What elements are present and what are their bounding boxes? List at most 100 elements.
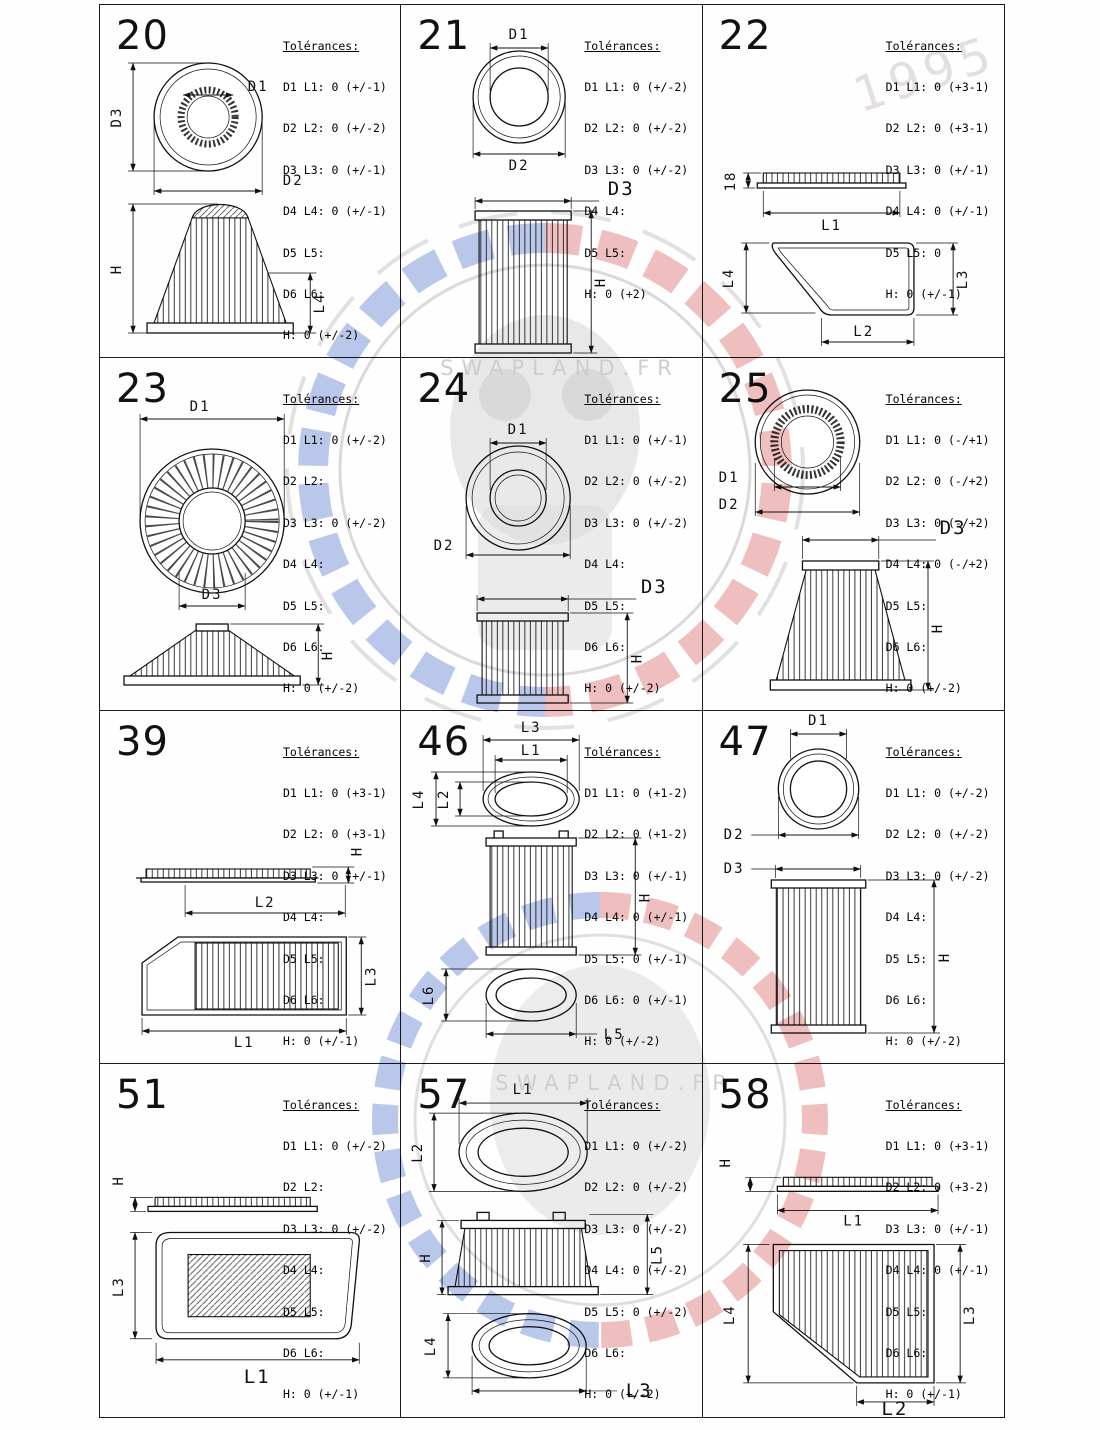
top-view bbox=[153, 62, 263, 172]
dim-label-l3: L3 bbox=[962, 1304, 978, 1325]
tolerance-line: D3 L3: 0 (+/-1) bbox=[584, 868, 689, 883]
dim-label-d1: D1 bbox=[509, 27, 530, 43]
dim-label-l3: L3 bbox=[111, 1276, 127, 1297]
tolerance-block: Tolérances: D1 L1: 0 (+/-2) D2 L2: 0 (+/… bbox=[584, 12, 688, 329]
tolerance-line: D4 L4: 0 (+/-1) bbox=[885, 1263, 990, 1278]
tolerance-line: D5 L5: bbox=[885, 951, 928, 966]
dim-label-d2: D2 bbox=[283, 173, 304, 189]
dim-label-d1: D1 bbox=[248, 79, 269, 95]
tolerance-line: D6 L6: 0 (+/-1) bbox=[584, 992, 689, 1007]
tolerance-title: Tolérances: bbox=[283, 38, 360, 53]
tolerance-line: D3 L3: 0 (+/-1) bbox=[283, 868, 387, 883]
tolerance-line: D3 L3: 0 (+/-2) bbox=[584, 515, 689, 530]
shape-number: 25 bbox=[718, 366, 772, 412]
shape-number: 20 bbox=[116, 13, 169, 59]
side-view bbox=[123, 623, 301, 686]
tolerance-line: D3 L3: 0 (+/-2) bbox=[283, 515, 387, 530]
top-view bbox=[777, 748, 860, 830]
top-oval bbox=[458, 1112, 589, 1193]
tolerance-title: Tolérances: bbox=[283, 744, 360, 759]
body bbox=[485, 830, 578, 956]
dim-label-h: H bbox=[109, 264, 125, 274]
filter-cell-23: 23 Tolérances: D1 L1: 0 (+/-2) D2 L2: D3… bbox=[100, 358, 402, 711]
tolerance-line: D4 L4: 0 (+/-1) bbox=[283, 204, 387, 219]
tolerance-line: D4 L4: 0 (-/+2) bbox=[885, 557, 990, 572]
tolerance-line: D1 L1: 0 (+3-1) bbox=[283, 785, 387, 800]
shape-number: 51 bbox=[116, 1072, 169, 1118]
tolerance-line: H: 0 (+/-1) bbox=[885, 1387, 962, 1402]
filter-cell-24: 24 Tolérances: D1 L1: 0 (+/-1) D2 L2: 0 … bbox=[401, 358, 703, 711]
shape-number: 22 bbox=[718, 13, 772, 59]
tolerance-line: H: 0 (+2) bbox=[584, 286, 647, 301]
panel-side-view bbox=[756, 172, 907, 189]
dim-label-l2: L2 bbox=[255, 895, 276, 911]
tolerance-line: D4 L4: bbox=[885, 910, 928, 925]
shape-number: 58 bbox=[718, 1072, 772, 1118]
tolerance-block: Tolérances: D1 L1: 0 (+3-1) D2 L2: 0 (+3… bbox=[283, 718, 387, 1077]
tolerance-line: D6 L6: bbox=[885, 1345, 928, 1360]
dim-label-d1: D1 bbox=[190, 399, 211, 415]
top-oval bbox=[482, 771, 581, 827]
dim-label-18: 18 bbox=[723, 171, 739, 192]
tolerance-title: Tolérances: bbox=[885, 391, 962, 406]
tolerance-line: H: 0 (+/-2) bbox=[584, 681, 661, 696]
filter-cell-58: 58 Tolérances: D1 L1: 0 (+3-1) D2 L2: 0 … bbox=[703, 1064, 1004, 1417]
shape-number: 23 bbox=[116, 366, 169, 412]
tolerance-line: D1 L1: 0 (+1-2) bbox=[584, 785, 689, 800]
dim-label-l4: L4 bbox=[722, 1304, 738, 1325]
tolerance-line: D3 L3: 0 (-/+2) bbox=[885, 515, 990, 530]
dim-label-d2: D2 bbox=[723, 827, 744, 843]
tolerance-line: D6 L6: bbox=[283, 286, 325, 301]
filter-grid: 20 Tolérances: D1 L1: 0 (+/-1) D2 L2: 0 … bbox=[99, 4, 1005, 1418]
tolerance-line: D4 L4: 0 (+/-1) bbox=[885, 204, 990, 219]
top-view bbox=[139, 448, 285, 594]
tolerance-line: D4 L4: 0 (+/-2) bbox=[584, 1263, 689, 1278]
tolerance-line: H: 0 (+/-2) bbox=[885, 1034, 962, 1049]
dim-label-l4: L4 bbox=[721, 268, 737, 289]
tolerance-line: D3 L3: 0 (+/-1) bbox=[283, 162, 387, 177]
tolerance-title: Tolérances: bbox=[283, 1097, 360, 1112]
dim-label-l3: L3 bbox=[955, 269, 971, 290]
tolerance-line: D2 L2: 0 (+3-2) bbox=[885, 1180, 990, 1195]
tolerance-line: D4 L4: bbox=[283, 557, 325, 572]
dim-label-l2: L2 bbox=[853, 324, 874, 340]
shape-number: 46 bbox=[417, 719, 471, 765]
dim-label-l3: L3 bbox=[521, 720, 542, 736]
panel-top-view bbox=[155, 1231, 361, 1340]
tolerance-line: H: 0 (+/-2) bbox=[283, 681, 360, 696]
side-view bbox=[476, 612, 570, 704]
tolerance-title: Tolérances: bbox=[283, 391, 360, 406]
tolerance-line: D2 L2: 0 (-/+2) bbox=[885, 474, 990, 489]
tolerance-line: D2 L2: 0 (+3-1) bbox=[283, 827, 387, 842]
tolerance-line: H: 0 (+/-2) bbox=[584, 1387, 661, 1402]
filter-cell-39: 39 Tolérances: D1 L1: 0 (+3-1) D2 L2: 0 … bbox=[100, 711, 402, 1064]
tolerance-line: D1 L1: 0 (+/-2) bbox=[885, 785, 990, 800]
side-view bbox=[770, 879, 867, 1034]
filter-cell-51: 51 Tolérances: D1 L1: 0 (+/-2) D2 L2: D3… bbox=[100, 1064, 402, 1417]
dim-label-h: H bbox=[930, 623, 946, 633]
tolerance-line: D2 L2: 0 (+/-2) bbox=[885, 827, 990, 842]
tolerance-line: D3 L3: 0 (+/-2) bbox=[283, 1221, 387, 1236]
technical-drawing: D1 D3 D2 H L4 bbox=[109, 62, 328, 334]
tolerance-line: D3 L3: 0 (+/-1) bbox=[885, 1221, 990, 1236]
panel-side-view bbox=[147, 1196, 318, 1213]
tolerance-block: Tolérances: D1 L1: 0 (+/-2) D2 L2: D3 L3… bbox=[283, 1071, 387, 1430]
tolerance-line: D5 L5: 0 (+/-2) bbox=[584, 1304, 689, 1319]
filter-cell-57: 57 Tolérances: D1 L1: 0 (+/-2) D2 L2: 0 … bbox=[401, 1064, 703, 1417]
tolerance-title: Tolérances: bbox=[885, 38, 962, 53]
dim-label-l1: L1 bbox=[234, 1035, 255, 1051]
tolerance-line: D1 L1: 0 (+/-1) bbox=[584, 432, 689, 447]
tolerance-line: D1 L1: 0 (+/-2) bbox=[283, 432, 387, 447]
technical-drawing: 18 L1 L4 L3 L2 bbox=[721, 171, 971, 346]
tolerance-line: D1 L1: 0 (+/-1) bbox=[283, 79, 387, 94]
dim-label-d3: D3 bbox=[202, 587, 223, 603]
tolerance-line: D5 L5: bbox=[885, 1304, 928, 1319]
tolerance-line: D6 L6: bbox=[885, 639, 928, 654]
dim-label-h: H bbox=[937, 952, 953, 962]
dim-label-l1: L1 bbox=[821, 218, 842, 234]
tolerance-line: D1 L1: 0 (+3-1) bbox=[885, 79, 990, 94]
dim-label-h: H bbox=[349, 846, 365, 856]
shape-number: 39 bbox=[116, 719, 169, 765]
tolerance-line: D3 L3: 0 (+/-2) bbox=[584, 162, 689, 177]
tolerance-line: D6 L6: bbox=[584, 1345, 626, 1360]
